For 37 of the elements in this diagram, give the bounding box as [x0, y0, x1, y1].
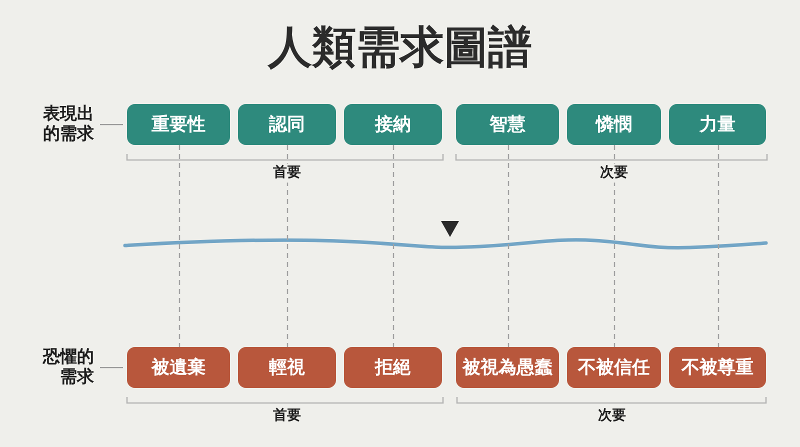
need-box: [344, 104, 442, 145]
box-label: 被遺棄: [152, 356, 206, 378]
need-box: [344, 347, 442, 388]
row-label: 恐懼的需求: [43, 348, 94, 388]
box-label: 不被尊重: [682, 356, 754, 378]
need-box: [456, 347, 559, 388]
dashed-connector: [178, 145, 180, 347]
need-box: [669, 347, 766, 388]
need-box: [127, 347, 230, 388]
box-label: 認同: [269, 114, 305, 136]
dashed-connector: [508, 145, 510, 347]
box-label: 接納: [375, 114, 411, 136]
need-box: [238, 347, 336, 388]
group-label: 首要: [270, 164, 304, 182]
box-label: 憐憫: [596, 114, 632, 136]
box-label: 拒絕: [375, 356, 411, 378]
box-label: 力量: [700, 114, 736, 136]
need-box: [456, 104, 559, 145]
dashed-connector: [392, 145, 394, 347]
dashed-connector: [286, 145, 288, 347]
dashed-connector: [614, 145, 616, 347]
box-label: 被視為愚蠢: [462, 356, 552, 378]
leader-line: [100, 124, 123, 126]
need-box: [238, 104, 336, 145]
title: 人類需求圖譜: [266, 22, 533, 74]
box-label: 重要性: [152, 114, 206, 136]
need-box: [567, 347, 661, 388]
need-box: [127, 104, 230, 145]
group-label: 次要: [597, 164, 631, 182]
box-label: 智慧: [490, 114, 526, 136]
row-label: 表現出的需求: [43, 105, 94, 144]
box-label: 輕視: [269, 356, 305, 378]
need-box: [669, 104, 766, 145]
need-box: [567, 104, 661, 145]
dashed-connector: [718, 145, 720, 347]
box-label: 不被信任: [578, 356, 650, 378]
leader-line: [100, 366, 123, 368]
